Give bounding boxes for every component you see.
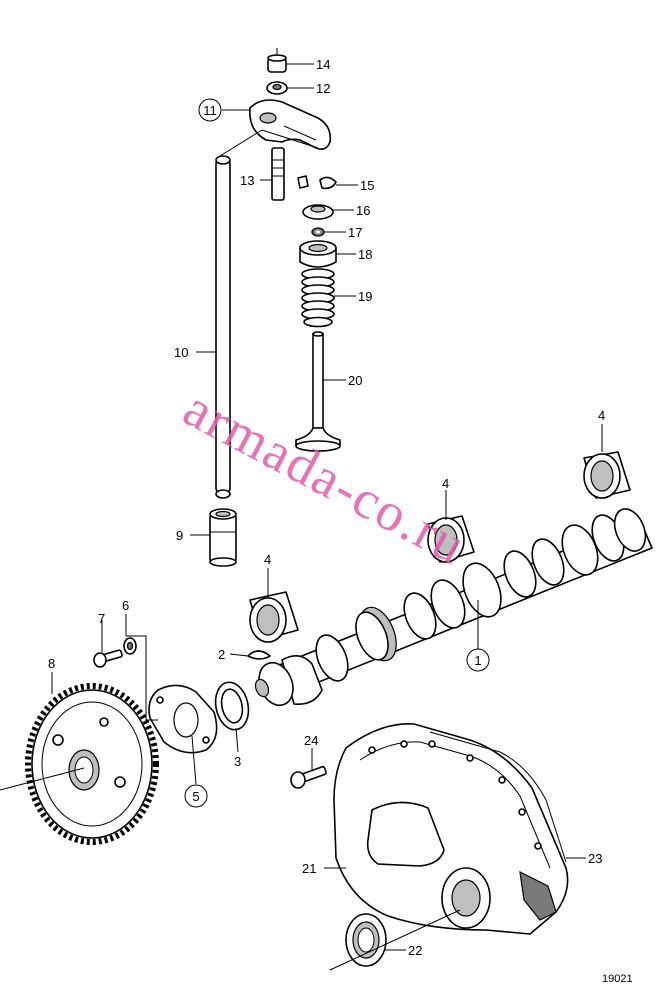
callout-12: 12 — [316, 81, 330, 96]
callout-5-circle — [184, 784, 208, 808]
callout-5: 5 — [192, 789, 199, 804]
callout-2: 2 — [218, 647, 225, 662]
callout-23: 23 — [588, 851, 602, 866]
callout-14: 14 — [316, 57, 330, 72]
callout-11-circle — [198, 98, 222, 122]
callout-13: 13 — [240, 173, 254, 188]
callout-24: 24 — [304, 733, 318, 748]
adjusting-screw — [267, 48, 287, 73]
valve-spring — [301, 268, 335, 328]
camshaft-gear — [25, 683, 159, 845]
valve-cap — [302, 204, 334, 220]
callout-4-left: 4 — [264, 552, 271, 567]
callout-8: 8 — [48, 656, 55, 671]
callout-9: 9 — [176, 528, 183, 543]
callout-7: 7 — [98, 611, 105, 626]
leader-lines — [0, 63, 603, 971]
callout-4-middle: 4 — [442, 476, 449, 491]
callout-4-right: 4 — [598, 408, 605, 423]
callout-20: 20 — [348, 373, 362, 388]
callout-1-circle — [466, 648, 490, 672]
callout-1: 1 — [474, 653, 481, 668]
spring-retainer — [299, 240, 337, 268]
lock-washer — [123, 637, 137, 655]
callout-21: 21 — [302, 861, 316, 876]
flange-screw — [93, 649, 123, 668]
camshaft-bearing-2 — [427, 515, 475, 563]
camshaft — [254, 508, 653, 707]
cover-gasket — [429, 731, 567, 863]
rocker-stud — [271, 147, 285, 201]
valve-cotter — [297, 175, 337, 190]
thrust-flange — [148, 684, 218, 754]
thrust-washer — [214, 681, 250, 731]
cover-screw — [290, 765, 327, 789]
reference-number: 19021 — [602, 973, 633, 985]
valve — [295, 331, 341, 452]
camshaft-bearing-3 — [583, 451, 631, 499]
callout-22: 22 — [408, 943, 422, 958]
seal-ring — [311, 227, 325, 237]
oil-seal — [345, 913, 387, 967]
lock-nut — [266, 81, 288, 95]
callout-11: 11 — [203, 103, 217, 118]
timing-cover — [333, 723, 569, 935]
pushrod — [215, 155, 231, 499]
callout-16: 16 — [356, 203, 370, 218]
valve-tappet — [209, 508, 237, 567]
callout-6: 6 — [122, 598, 129, 613]
rocker-arm — [249, 99, 332, 150]
callout-labels: 14 12 11 13 15 16 17 18 19 20 10 9 4 4 4… — [48, 57, 633, 985]
callout-18: 18 — [358, 247, 372, 262]
callout-15: 15 — [360, 178, 374, 193]
callout-3: 3 — [234, 754, 241, 769]
callout-10: 10 — [174, 345, 188, 360]
callout-17: 17 — [348, 225, 362, 240]
callout-19: 19 — [358, 289, 372, 304]
camshaft-bearing-1 — [249, 591, 299, 643]
woodruff-key — [247, 650, 271, 660]
